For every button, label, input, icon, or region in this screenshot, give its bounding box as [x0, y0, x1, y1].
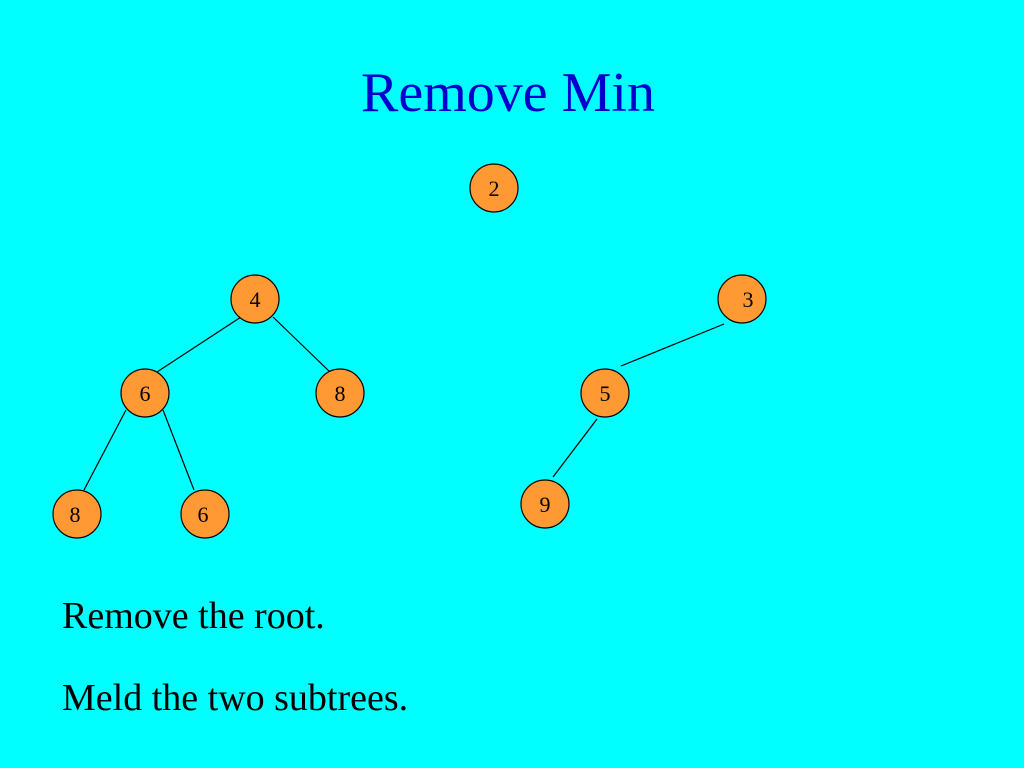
diagram-edges	[83, 316, 725, 491]
edge-l_a-l_a_right	[162, 409, 195, 491]
node-label: 5	[600, 381, 611, 406]
node-label: 3	[743, 287, 754, 312]
edge-l_root-l_b	[272, 316, 331, 373]
node-circle	[52, 489, 102, 539]
slide-title: Remove Min	[361, 62, 655, 124]
node-r_root: 3	[717, 274, 767, 324]
node-label: 6	[140, 381, 151, 406]
node-circle	[520, 479, 570, 529]
edge-r_a-r_a_left	[552, 418, 598, 478]
node-circle	[469, 163, 519, 213]
node-label: 9	[540, 492, 551, 517]
node-r_a_left: 9	[520, 479, 570, 529]
node-label: 2	[489, 176, 500, 201]
caption-meld-subtrees: Meld the two subtrees.	[62, 677, 409, 719]
node-label: 6	[198, 502, 209, 527]
node-label: 4	[250, 287, 261, 312]
node-l_a_right: 6	[180, 489, 230, 539]
edge-r_root-r_a	[620, 323, 725, 367]
node-l_a_left: 8	[52, 489, 102, 539]
node-l_a: 6	[120, 368, 170, 418]
diagram-nodes: 2 4 6 8 8 6 3 5 9	[52, 163, 767, 539]
node-r_a: 5	[580, 368, 630, 418]
edge-l_root-l_a	[156, 316, 242, 373]
node-circle	[717, 274, 767, 324]
node-circle	[315, 368, 365, 418]
edge-l_a-l_a_left	[83, 409, 127, 491]
node-circle	[180, 489, 230, 539]
node-l_b: 8	[315, 368, 365, 418]
node-circle	[230, 274, 280, 324]
node-circle	[580, 368, 630, 418]
caption-remove-root: Remove the root.	[62, 595, 325, 637]
node-root: 2	[469, 163, 519, 213]
node-circle	[120, 368, 170, 418]
node-l_root: 4	[230, 274, 280, 324]
node-label: 8	[335, 381, 346, 406]
node-label: 8	[70, 502, 81, 527]
